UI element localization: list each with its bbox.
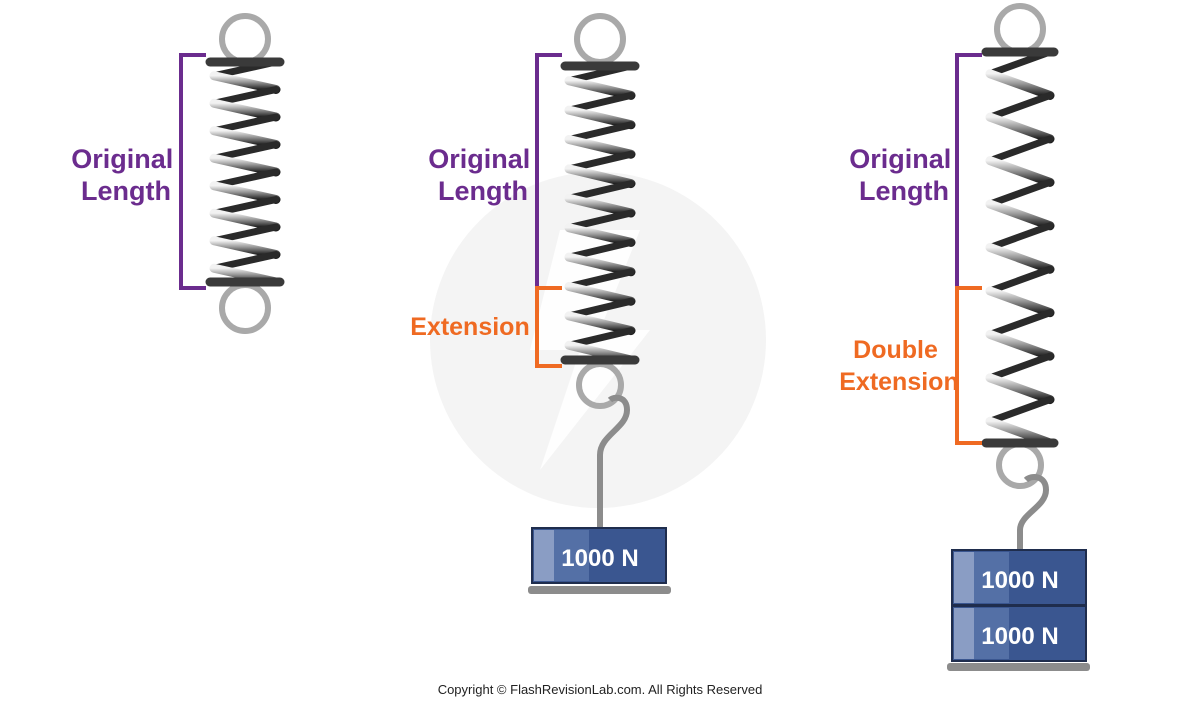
top-ring [219, 13, 271, 65]
panel-1-unstretched-spring: Original Length [71, 13, 285, 334]
coil-back [565, 180, 635, 202]
coil-back [986, 222, 1054, 251]
top-ring [574, 13, 626, 65]
coil-front [209, 181, 281, 204]
coil-back [565, 91, 635, 114]
panel-2-single-weight: Original Length Extension 1000 N [410, 13, 671, 594]
coil-back [565, 327, 635, 349]
coil-front [209, 208, 281, 232]
coil-front [564, 76, 636, 100]
extension-label: Extension [410, 313, 529, 341]
coil-front [564, 252, 636, 277]
original-length-bracket [955, 53, 982, 290]
coil-front [564, 311, 636, 336]
coil-front [564, 282, 636, 306]
spring-coil [205, 57, 285, 287]
coil-front [209, 71, 281, 94]
copyright-notice: Copyright © FlashRevisionLab.com. All Ri… [437, 682, 763, 697]
coil-back [986, 135, 1054, 165]
coil-front [985, 156, 1055, 187]
hook [1017, 474, 1050, 550]
coil-front [564, 164, 636, 189]
weight-base [947, 663, 1090, 671]
coil-front [985, 243, 1055, 274]
coil-back [986, 352, 1054, 382]
coil-back [565, 121, 635, 143]
double-extension-label: Double Extension [839, 336, 958, 396]
coil-back [565, 238, 635, 261]
original-length-bracket [179, 53, 206, 290]
coil-front [209, 153, 281, 177]
coil-back [986, 309, 1054, 338]
coil-front [564, 223, 636, 247]
weight-label: 1000 N [981, 567, 1058, 594]
coil-back [565, 150, 635, 173]
coil-front [985, 373, 1055, 405]
coil-front [985, 199, 1055, 231]
coil-front [985, 69, 1055, 100]
coil-front [985, 329, 1055, 361]
coil-front [564, 135, 636, 159]
coil-back [986, 91, 1054, 121]
spring-coil [560, 61, 640, 365]
original-length-label: Original Length [849, 144, 959, 206]
weight-block-bottom: 1000 N [951, 605, 1087, 662]
extension-bracket [535, 286, 562, 368]
weight-block-top: 1000 N [951, 549, 1087, 606]
hook [597, 394, 631, 528]
weight-label: 1000 N [981, 623, 1058, 650]
weight-label: 1000 N [561, 545, 638, 572]
bottom-ring [219, 282, 271, 334]
panel-3-double-weight: Original Length Double Extension 1000 N … [839, 3, 1090, 671]
coil-front [209, 126, 281, 149]
coil-front [985, 112, 1055, 144]
original-length-label: Original Length [428, 144, 538, 206]
weight-base [528, 586, 671, 594]
coil-back [986, 178, 1054, 208]
coil-front [209, 98, 281, 122]
coil-front [564, 193, 636, 218]
double-extension-bracket [955, 286, 982, 445]
original-length-label: Original Length [71, 144, 181, 206]
coil-front [985, 286, 1055, 318]
coil-back [565, 209, 635, 232]
coil-back [986, 265, 1054, 295]
coil-back [565, 297, 635, 320]
coil-back [565, 268, 635, 290]
top-ring [994, 3, 1046, 55]
coil-back [986, 396, 1054, 425]
coil-front [209, 236, 281, 259]
spring-coil [981, 47, 1059, 448]
coil-front [564, 105, 636, 130]
weight-block: 1000 N [531, 527, 667, 584]
